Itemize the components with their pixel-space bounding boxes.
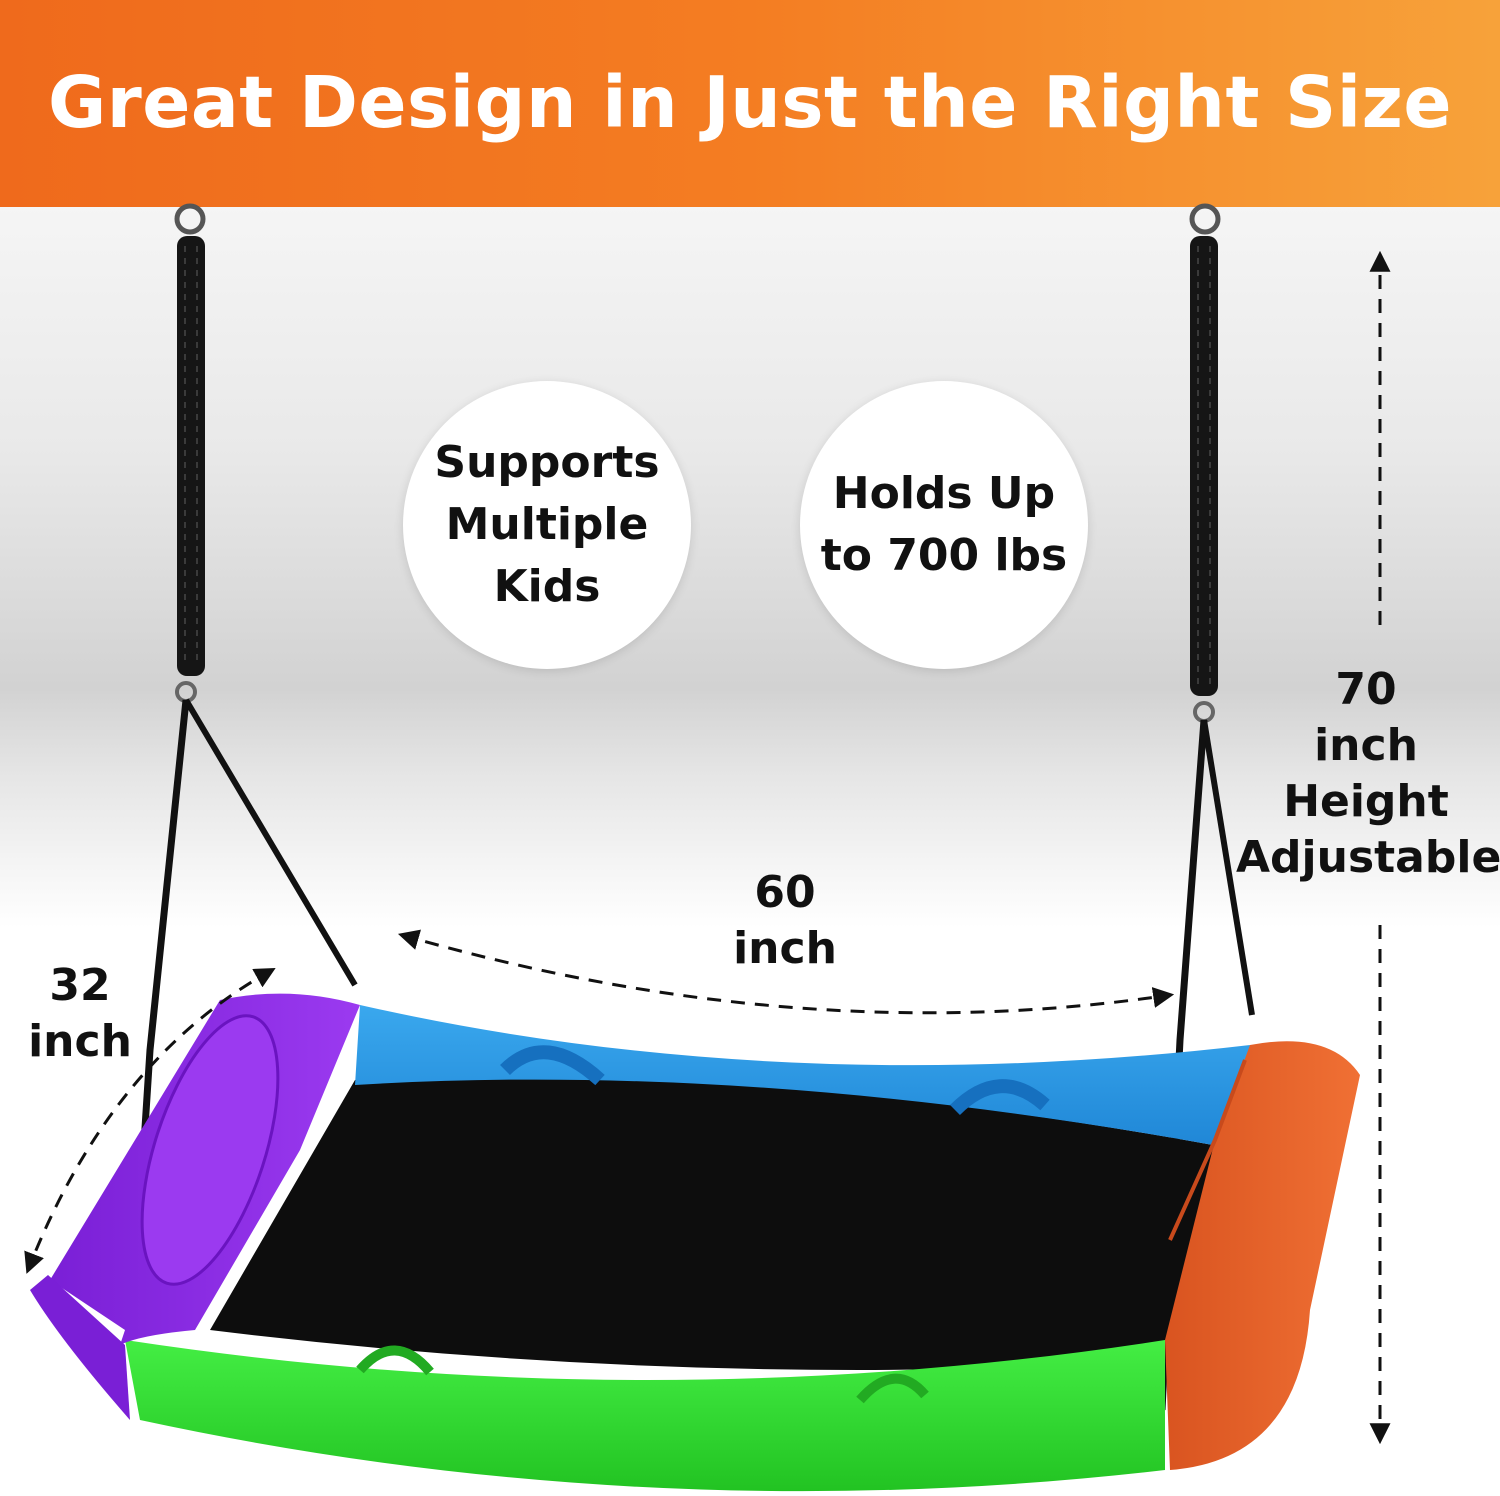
badge-supports-kids-text: Supports Multiple Kids [434,437,660,612]
depth-arrow [24,967,276,1274]
swing-seat [30,993,1360,1492]
hanging-ring-left [174,203,206,235]
hanging-ring-right [1189,203,1221,235]
badge-weight-capacity-text: Holds Up to 700 lbs [820,468,1068,581]
banner-title: Great Design in Just the Right Size [47,61,1453,144]
width-label: 60 inch [733,867,837,974]
height-label: 70 inch Height Adjustable [1236,664,1500,883]
title-banner: Great Design in Just the Right Size [0,0,1500,207]
badge-weight-capacity: Holds Up to 700 lbs [800,381,1088,669]
depth-label: 32 inch [28,960,132,1067]
badge-supports-kids: Supports Multiple Kids [403,381,691,669]
